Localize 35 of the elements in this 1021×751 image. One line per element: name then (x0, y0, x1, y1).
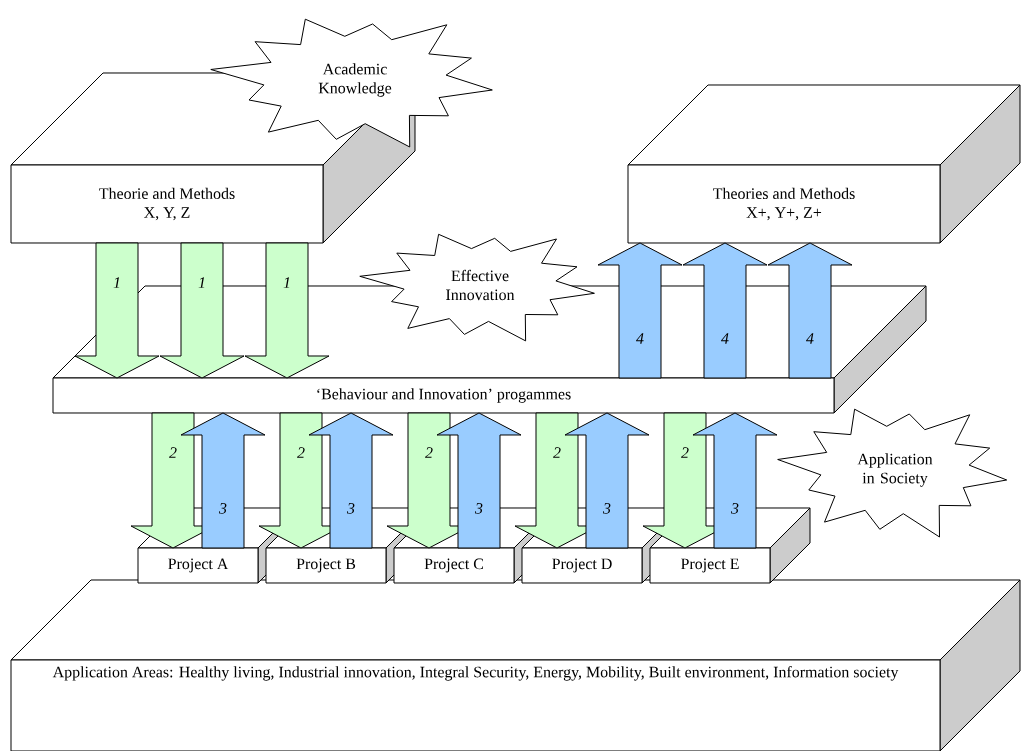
edge-label: 4 (805, 332, 815, 345)
block-arrow (436, 412, 522, 549)
block-arrow (682, 242, 768, 379)
block-arrow (308, 412, 394, 549)
node-label: Project A (168, 558, 229, 573)
slab-box: Theories and Methods X+, Y+, Z+ (627, 84, 1021, 244)
block-arrow (767, 242, 853, 379)
node-label: X, Y, Z (144, 207, 190, 221)
node-label: ‘Behaviour and Innovation’ progammes (317, 388, 571, 403)
node-label: Theories and Methods (713, 187, 855, 199)
block-arrow (244, 242, 330, 379)
edge-label: 2 (424, 446, 434, 459)
slab-box: Application Areas: Healthy living, Industrial innovation, Integral Security, Energy, Mobility, Built environment, Information society (10, 579, 1021, 751)
edge-label: 4 (635, 332, 645, 345)
block-arrow (159, 242, 245, 379)
edge-label: 2 (296, 446, 306, 459)
node-label: Project E (681, 558, 739, 573)
node-label: Application Areas: Healthy living, Industrial innovation, Integral Security, Energy, Mobility, Built environment, Information society (52, 666, 899, 681)
block-arrow (74, 242, 160, 379)
node-label: Project D (552, 558, 612, 573)
starburst: Application in Society (777, 408, 1008, 538)
block-arrow (692, 412, 778, 549)
edge-label: 2 (552, 446, 562, 459)
node-label: Project B (296, 558, 356, 573)
edge-label: 2 (168, 446, 178, 459)
node-label: Project C (424, 558, 484, 573)
block-arrow (564, 412, 650, 549)
starburst: Effective Innovation (359, 233, 595, 342)
starburst: Academic Knowledge (210, 18, 493, 148)
block-arrow (597, 242, 683, 379)
block-arrow (180, 412, 266, 549)
node-label: X+, Y+, Z+ (746, 207, 822, 221)
edge-label: 4 (720, 332, 730, 345)
edge-label: 2 (680, 446, 690, 459)
node-label: Theorie and Methods (99, 187, 235, 199)
